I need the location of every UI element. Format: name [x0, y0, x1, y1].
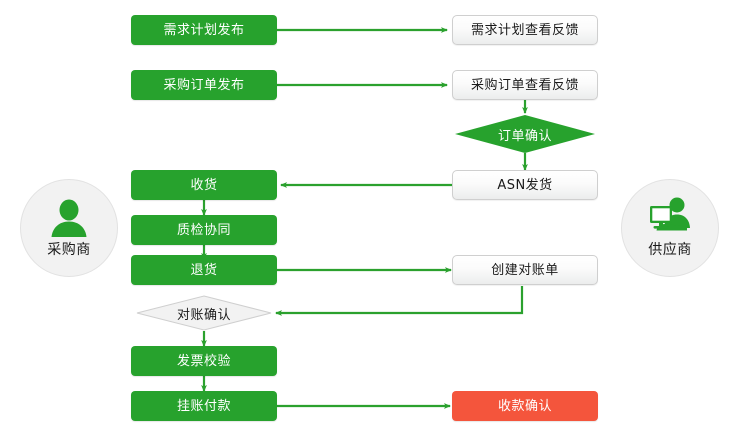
node-label: ASN发货 — [497, 177, 553, 193]
node-label: 采购订单发布 — [163, 77, 245, 93]
node-label: 退货 — [190, 262, 218, 278]
node-label: 挂账付款 — [176, 398, 231, 414]
actor-supplier-label: 供应商 — [648, 242, 692, 258]
actor-buyer[interactable]: 采购商 — [20, 179, 118, 277]
node-demand-plan-view-feedback[interactable]: 需求计划查看反馈 — [452, 15, 598, 45]
node-invoice-verification[interactable]: 发票校验 — [131, 346, 277, 376]
node-return-goods[interactable]: 退货 — [131, 255, 277, 285]
node-reconciliation-confirm[interactable]: 对账确认 — [136, 295, 272, 331]
node-demand-plan-publish[interactable]: 需求计划发布 — [131, 15, 277, 45]
node-label: 发票校验 — [176, 353, 231, 369]
node-label: 订单确认 — [497, 128, 552, 144]
node-order-confirm[interactable]: 订单确认 — [455, 115, 595, 153]
node-create-reconciliation-statement[interactable]: 创建对账单 — [452, 255, 598, 285]
node-label: 需求计划查看反馈 — [470, 22, 579, 38]
actor-supplier[interactable]: 供应商 — [621, 179, 719, 277]
node-receive-goods[interactable]: 收货 — [131, 170, 277, 200]
node-label: 对账确认 — [176, 307, 231, 323]
edge-n13-n6 — [275, 286, 524, 316]
node-label: 采购订单查看反馈 — [470, 77, 579, 93]
node-account-payment[interactable]: 挂账付款 — [131, 391, 277, 421]
person-at-computer-icon — [647, 197, 693, 237]
node-label: 收款确认 — [497, 398, 552, 414]
node-payment-receipt-confirm[interactable]: 收款确认 — [452, 391, 598, 421]
node-label: 收货 — [190, 177, 218, 193]
node-label: 需求计划发布 — [163, 22, 245, 38]
person-icon — [46, 197, 92, 237]
actor-buyer-label: 采购商 — [47, 242, 91, 258]
node-purchase-order-publish[interactable]: 采购订单发布 — [131, 70, 277, 100]
node-label: 创建对账单 — [491, 262, 559, 278]
node-asn-shipment[interactable]: ASN发货 — [452, 170, 598, 200]
node-quality-inspection-collab[interactable]: 质检协同 — [131, 215, 277, 245]
node-purchase-order-view-feedback[interactable]: 采购订单查看反馈 — [452, 70, 598, 100]
node-label: 质检协同 — [176, 222, 231, 238]
